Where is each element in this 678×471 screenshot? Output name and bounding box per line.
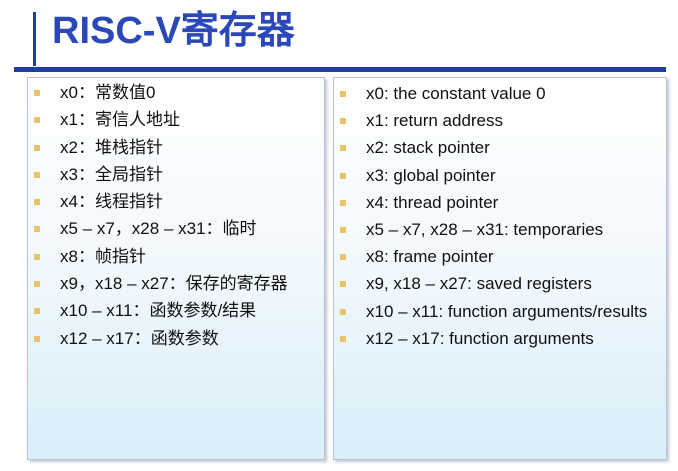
list-item: x1：寄信人地址	[28, 108, 324, 132]
list-item: x0: the constant value 0	[334, 83, 666, 104]
list-item-text: x0：常数值0	[60, 83, 156, 102]
bullet-icon	[34, 171, 40, 178]
list-item-text: x1：寄信人地址	[60, 110, 180, 130]
chinese-register-panel: x0：常数值0 x1：寄信人地址 x2：堆栈指针 x3：全局指针 x4：线程指针…	[27, 77, 325, 460]
list-item-text: x10 – x11: function arguments/results	[366, 301, 648, 321]
list-item-text: x8：帧指针	[60, 246, 146, 266]
list-item: x12 – x17: function arguments	[334, 328, 666, 349]
bullet-icon	[34, 253, 40, 260]
bullet-icon	[340, 118, 346, 125]
bullet-icon	[340, 199, 346, 206]
list-item: x2：堆栈指针	[28, 136, 324, 160]
bullet-icon	[340, 281, 346, 288]
bullet-icon	[340, 145, 346, 152]
bullet-icon	[34, 199, 40, 206]
bullet-icon	[34, 144, 40, 151]
list-item: x2: stack pointer	[334, 137, 666, 158]
list-item-text: x9, x18 – x27: saved registers	[366, 274, 592, 294]
list-item-text: x4: thread pointer	[366, 192, 499, 212]
list-item-text: x12 – x17：函数参数	[60, 328, 219, 348]
list-item: x9, x18 – x27: saved registers	[334, 273, 666, 294]
title-vertical-rule	[33, 12, 36, 66]
list-item: x4: thread pointer	[334, 192, 666, 213]
list-item-text: x10 – x11：函数参数/结果	[60, 301, 257, 321]
list-item-text: x5 – x7，x28 – x31：临时	[60, 219, 257, 239]
list-item-text: x8: frame pointer	[366, 247, 494, 267]
list-item-text: x1: return address	[366, 111, 504, 131]
bullet-icon	[340, 91, 346, 97]
bullet-icon	[34, 335, 40, 342]
bullet-icon	[340, 335, 346, 342]
list-item-text: x5 – x7, x28 – x31: temporaries	[366, 219, 604, 239]
list-item: x10 – x11：函数参数/结果	[28, 299, 324, 323]
english-register-list: x0: the constant value 0 x1: return addr…	[334, 80, 666, 349]
list-item: x0：常数值0	[28, 81, 324, 105]
list-item: x8: frame pointer	[334, 246, 666, 267]
list-item: x5 – x7, x28 – x31: temporaries	[334, 219, 666, 240]
title-underline-rule	[14, 67, 666, 72]
list-item: x1: return address	[334, 110, 666, 131]
list-item: x3：全局指针	[28, 163, 324, 187]
list-item: x3: global pointer	[334, 165, 666, 186]
bullet-icon	[34, 117, 40, 124]
list-item: x8：帧指针	[28, 245, 324, 269]
bullet-icon	[340, 254, 346, 261]
list-item: x12 – x17：函数参数	[28, 327, 324, 351]
list-item-text: x9，x18 – x27：保存的寄存器	[60, 274, 288, 294]
list-item: x4：线程指针	[28, 190, 324, 214]
list-item-text: x3：全局指针	[60, 164, 163, 184]
english-register-panel: x0: the constant value 0 x1: return addr…	[333, 77, 667, 460]
list-item-text: x12 – x17: function arguments	[366, 328, 594, 348]
list-item-text: x0: the constant value 0	[366, 84, 546, 103]
list-item-text: x2：堆栈指针	[60, 137, 163, 157]
bullet-icon	[340, 172, 346, 179]
list-item: x9，x18 – x27：保存的寄存器	[28, 272, 324, 296]
bullet-icon	[34, 226, 40, 233]
bullet-icon	[340, 308, 346, 315]
chinese-register-list: x0：常数值0 x1：寄信人地址 x2：堆栈指针 x3：全局指针 x4：线程指针…	[28, 80, 324, 351]
bullet-icon	[34, 281, 40, 288]
list-item-text: x4：线程指针	[60, 192, 163, 212]
bullet-icon	[340, 226, 346, 233]
list-item-text: x3: global pointer	[366, 165, 496, 185]
list-item: x10 – x11: function arguments/results	[334, 301, 666, 322]
bullet-icon	[34, 308, 40, 315]
list-item: x5 – x7，x28 – x31：临时	[28, 217, 324, 241]
slide-title: RISC-V寄存器	[52, 10, 295, 52]
list-item-text: x2: stack pointer	[366, 138, 490, 158]
bullet-icon	[34, 90, 40, 96]
